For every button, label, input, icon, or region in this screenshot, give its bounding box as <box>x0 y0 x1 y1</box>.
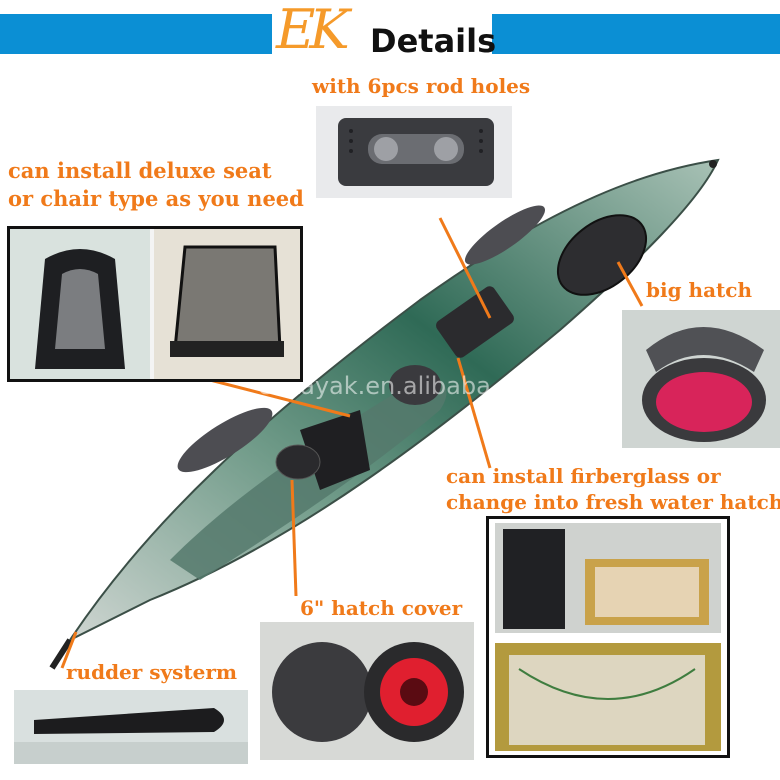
hatch-cover-photo <box>260 622 474 760</box>
rod-holder-plate <box>436 286 514 358</box>
brand-logo: EK Details <box>276 0 496 62</box>
label-hatch-cover: 6" hatch cover <box>300 596 463 620</box>
fresh-water-hatch-photos <box>486 516 730 758</box>
label-rudder: rudder systerm <box>66 660 238 684</box>
label-seat-line1: can install deluxe seat <box>8 158 272 183</box>
center-hatch <box>389 365 441 405</box>
label-big-hatch: big hatch <box>646 278 752 302</box>
small-hatch <box>275 444 321 480</box>
page-title: Details <box>370 22 497 60</box>
big-hatch-photo <box>622 310 780 448</box>
label-rod-holes: with 6pcs rod holes <box>312 74 531 98</box>
label-fiberglass-line1: can install firberglass or <box>446 464 721 488</box>
watermark: ekkayak.en.alibaba.com <box>258 372 550 400</box>
label-seat-line2: or chair type as you need <box>8 186 304 211</box>
rudder-photo <box>14 690 248 764</box>
brand-mark: EK <box>276 0 350 61</box>
pointer-lines <box>60 217 644 669</box>
rudder-post <box>49 638 73 670</box>
header-band-left <box>0 14 272 54</box>
paddle-blade-front <box>464 205 546 265</box>
rod-holes-photo <box>316 106 512 198</box>
label-fiberglass-line2: change into fresh water hatch <box>446 490 780 514</box>
header-band-right <box>492 14 780 54</box>
paddle-blade-rear <box>177 407 273 473</box>
seat-photos <box>7 226 303 382</box>
